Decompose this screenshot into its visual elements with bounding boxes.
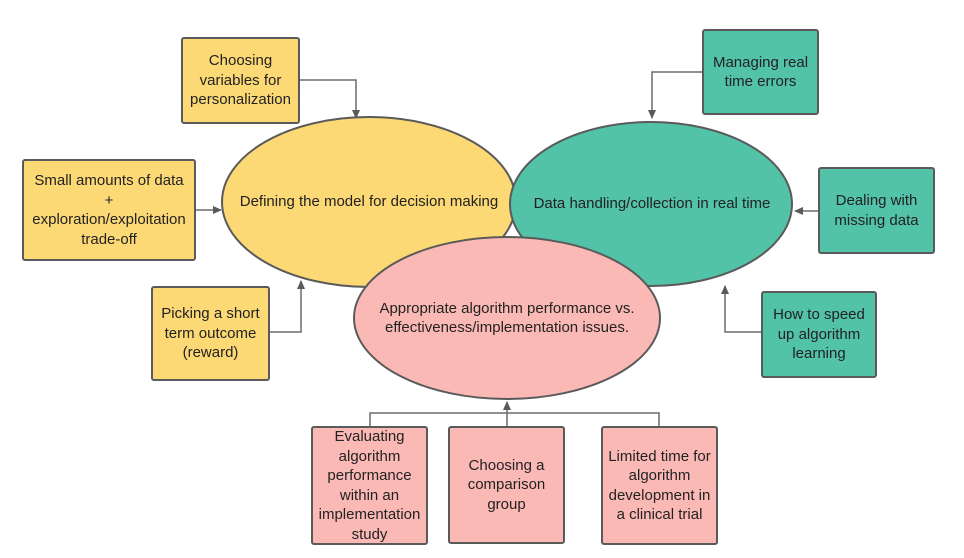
algorithm-ellipse-label: Appropriate algorithm performance vs. ef…: [379, 299, 635, 337]
model-ellipse-label: Defining the model for decision making: [239, 193, 499, 211]
limited-time-box: Limited time for algorithm development i…: [601, 426, 718, 545]
connector-speed-learning: [721, 285, 761, 333]
speed-learning-box: How to speed up algorithm learning: [761, 291, 877, 378]
small-amounts-box: Small amounts of data + exploration/expl…: [22, 159, 196, 261]
choosing-variables-box: Choosing variables for personalization: [181, 37, 300, 124]
data-ellipse: [509, 121, 793, 287]
algorithm-ellipse: [353, 236, 661, 400]
connector-picking-outcome: [270, 280, 305, 333]
evaluating-box: Evaluating algorithm performance within …: [311, 426, 428, 545]
connector-choosing-variables: [300, 79, 360, 119]
comparison-box: Choosing a comparison group: [448, 426, 565, 544]
missing-data-box: Dealing with missing data: [818, 167, 935, 254]
managing-errors-box: Managing real time errors: [702, 29, 819, 115]
data-ellipse-label: Data handling/collection in real time: [533, 195, 771, 213]
connector-managing-errors: [648, 71, 702, 119]
picking-outcome-box: Picking a short term outcome (reward): [151, 286, 270, 381]
connector-bottom-bracket: [369, 412, 660, 426]
